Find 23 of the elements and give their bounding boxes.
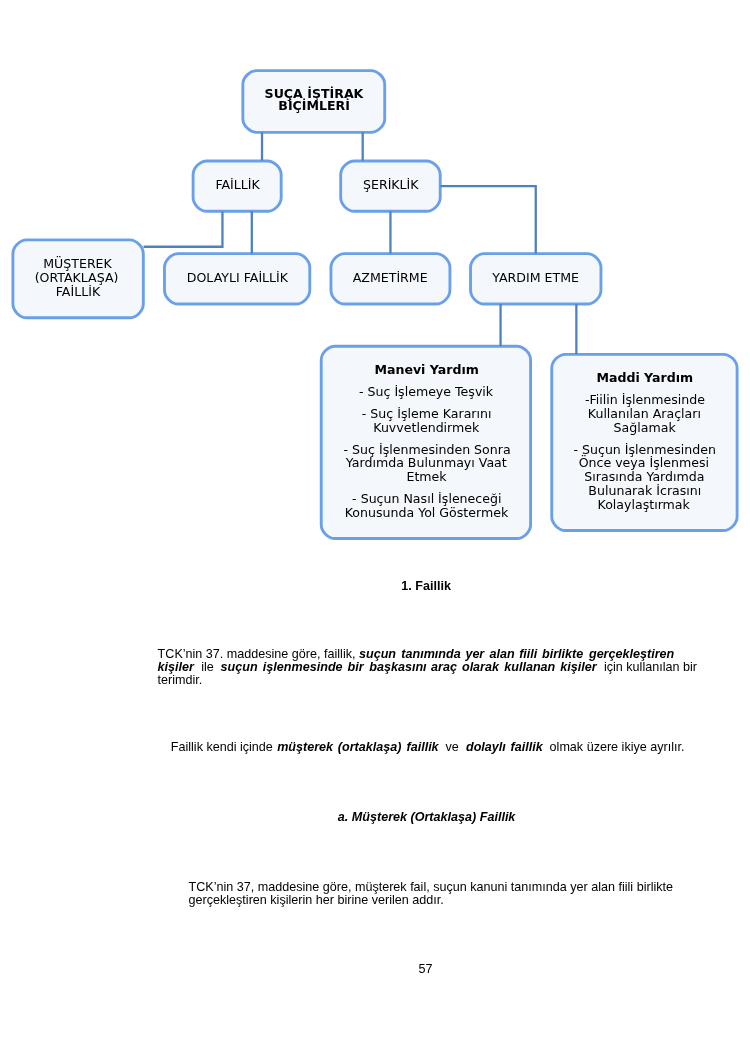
node-box: DOLAYLI FAİLLİK xyxy=(163,251,312,305)
connector xyxy=(440,184,537,253)
connector xyxy=(499,303,502,346)
node-box: MÜŞTEREK (ORTAKLAŞA) FAİLLİK xyxy=(11,237,145,319)
node-box: Maddi Yardım -Fiilin İşlenmesinde Kullanılan Araçları Sağlamak - Suçun İşlenmesinden Önce veya İşlenmesi Sırasında Yardımda Bulunarak İcrasını Kolaylaştırmak xyxy=(550,352,739,532)
connector xyxy=(389,210,392,253)
label: Faillik kendi içinde müşterek (ortaklaşa) faillik ve dolaylı faillik olmak üzere ikiye ayrılır. xyxy=(170,739,685,754)
label: 1. Faillik xyxy=(401,578,451,593)
label: a. Müşterek (Ortaklaşa) Faillik xyxy=(337,809,516,824)
connector xyxy=(575,303,578,354)
node-box: FAİLLİK xyxy=(191,159,283,213)
connector xyxy=(361,132,364,161)
label: TCK’nin 37, maddesine göre, müşterek fail, suçun kanuni tanımında yer alan fiili birlikte gerçekleştiren kişilerin her birine verilen addır. xyxy=(188,879,674,907)
connector xyxy=(250,210,253,253)
node-box: AZMETİRME xyxy=(329,251,452,305)
label: 57 xyxy=(418,961,433,976)
label: TCK’nin 37. maddesine göre, faillik, suçun tanımında yer alan fiili birlikte gerçekleştiren kişiler ile suçun işlenmesinde bir başkasını araç olarak kullanan kişiler için kullanılan bir terimdir. xyxy=(157,646,697,687)
node-box: ŞERİKLİK xyxy=(339,159,442,213)
connector xyxy=(260,132,264,161)
node-box: YARDIM ETME xyxy=(469,251,603,305)
node-box: Manevi Yardım - Suç İşlemeye Teşvik - Suç İşleme Kararını Kuvvetlendirmek - Suç İşlenmesinden Sonra Yardımda Bulunmayı Vaat Etmek - Suçun Nasıl İşleneceği Konusunda Yol Göstermek xyxy=(319,344,533,540)
node-box: SUÇA İŞTİRAK BİÇİMLERİ xyxy=(241,68,387,134)
connector xyxy=(143,211,224,248)
